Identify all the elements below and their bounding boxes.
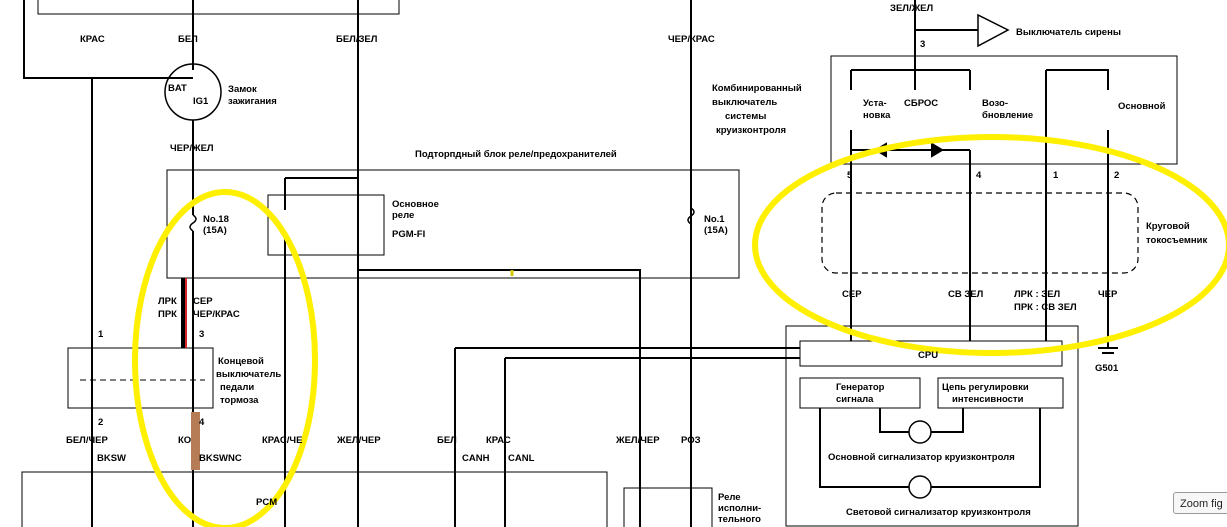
label-bel-zel-top: БЕЛ/ЗЕЛ (336, 34, 378, 45)
label-pin3-left: 3 (199, 329, 204, 340)
clock-spring (821, 192, 1139, 274)
label-fuse-box-title: Подторпдный блок реле/предохранителей (415, 149, 617, 160)
label-clock-spring-2: токосъемник (1146, 235, 1207, 246)
label-osnovnoy: Основной (1118, 101, 1166, 112)
label-brake-switch-2: выключатель (216, 369, 281, 380)
label-lrk-left: ЛРК (158, 296, 177, 307)
label-kras-che: КРАС/ЧЕ (262, 435, 302, 446)
label-combo-switch-1: Комбинированный (712, 83, 802, 94)
label-zhel-cher-2: ЖЕЛ/ЧЕР (615, 435, 660, 446)
label-ser-left: СЕР (193, 296, 213, 307)
label-sv-zel: СВ ЗЕЛ (948, 289, 984, 300)
label-pin1-right: 1 (1053, 170, 1059, 181)
label-pin2-right: 2 (1114, 170, 1119, 181)
label-kras-bottom: КРАС (486, 435, 511, 446)
main-indicator-lamp (908, 420, 932, 444)
wire-kras-left (23, 0, 193, 79)
label-fuse18-a: No.18 (203, 214, 229, 225)
label-cher-kras-left: ЧЕР/КРАС (193, 309, 240, 320)
label-canh: CANH (462, 453, 490, 464)
label-bkswnc: BKSWNC (199, 453, 242, 464)
signal-generator (799, 377, 921, 409)
label-combo-switch-2: выключатель (712, 97, 777, 108)
label-lrk-zel: ЛРК : ЗЕЛ (1014, 289, 1061, 300)
label-g501: G501 (1095, 363, 1119, 374)
label-combo-switch-3: системы (725, 111, 766, 122)
label-bel-top: БЕЛ (178, 34, 198, 45)
label-generator-1: Генератор (836, 382, 885, 393)
label-clock-spring-1: Круговой (1146, 221, 1190, 232)
label-combo-switch-4: круизконтроля (716, 125, 786, 136)
label-brake-switch-4: тормоза (220, 395, 259, 406)
brake-switch (67, 347, 214, 409)
label-kras-left: КРАС (80, 34, 105, 45)
label-ig1: IG1 (193, 96, 209, 107)
label-generator-2: сигнала (836, 394, 874, 405)
label-siren-switch: Выключатель сирены (1016, 27, 1121, 38)
label-ignition-lock-1: Замок (228, 84, 257, 95)
label-roz: РОЗ (681, 435, 701, 446)
cpu-box (799, 340, 1063, 367)
label-main-indicator: Основной сигнализатор круизконтроля (828, 452, 1015, 463)
label-cher-zhel: ЧЕР/ЖЕЛ (170, 143, 214, 154)
highlight-ellipse-right (752, 134, 1227, 356)
label-pin4-left: 4 (199, 417, 205, 428)
highlight-ellipse-left (132, 189, 318, 527)
label-sbros: СБРОС (904, 98, 938, 109)
label-main-relay-1: Основное (392, 199, 439, 210)
label-pin2-left: 2 (98, 417, 103, 428)
label-pin1-left: 1 (98, 329, 104, 340)
label-fuse1-a: No.1 (704, 214, 725, 225)
label-relay-actuator-2: исполни- (718, 503, 761, 514)
label-pin3-top: 3 (920, 39, 925, 50)
label-bksw: BKSW (97, 453, 126, 464)
label-main-relay-2: реле (392, 210, 414, 221)
label-prk-left: ПРК (158, 309, 177, 320)
label-ko: КО (178, 435, 191, 446)
relay-box (623, 487, 713, 527)
label-bel-cher: БЕЛ/ЧЕР (66, 435, 108, 446)
fuse-box (166, 169, 740, 279)
label-fuse1-b: (15A) (704, 225, 728, 236)
label-cpu: CPU (918, 350, 938, 361)
label-canl: CANL (508, 453, 535, 464)
combo-switch-box (830, 55, 1178, 165)
cruise-module (785, 325, 1079, 527)
label-dimmer-1: Цепь регулировки (942, 382, 1029, 393)
label-ustanovka-1: Уста- (863, 98, 887, 109)
label-zel-zhel-top: ЗЕЛ/ЖЕЛ (890, 3, 934, 14)
label-ignition-lock-2: зажигания (228, 96, 277, 107)
label-vozob-2: бновление (982, 110, 1033, 121)
light-indicator-lamp (908, 475, 932, 499)
label-pgmfi: PGM-FI (392, 229, 425, 240)
label-brake-switch-3: педали (220, 382, 254, 393)
label-pcm: PCM (256, 497, 277, 508)
siren-switch-triangle (977, 13, 1010, 48)
label-dimmer-2: интенсивности (952, 394, 1024, 405)
label-prk-sv-zel: ПРК : СВ ЗЕЛ (1014, 302, 1077, 313)
label-bat: BAT (168, 83, 187, 94)
label-relay-actuator-3: тельного (718, 514, 761, 525)
label-bel-bottom: БЕЛ (437, 435, 457, 446)
dimmer-circuit (937, 377, 1064, 409)
label-brake-switch-1: Концевой (218, 356, 264, 367)
main-relay (267, 194, 385, 256)
label-fuse18-b: (15A) (203, 225, 227, 236)
pcm-box (21, 471, 608, 527)
label-pin4: 4 (976, 170, 982, 181)
zoom-figure-button[interactable]: Zoom fig (1173, 492, 1227, 514)
label-light-indicator: Световой сигнализатор круизконтроля (846, 507, 1031, 518)
label-vozob-1: Возо- (982, 98, 1008, 109)
top-left-box (37, 0, 400, 15)
label-zhel-cher-1: ЖЕЛ/ЧЕР (336, 435, 381, 446)
label-relay-actuator-1: Реле (718, 492, 741, 503)
label-ser-right: СЕР (842, 289, 862, 300)
label-cher-right: ЧЕР (1098, 289, 1118, 300)
label-ustanovka-2: новка (863, 110, 891, 121)
label-pin5: 5 (847, 170, 853, 181)
label-cher-kras-top: ЧЕР/КРАС (668, 34, 715, 45)
